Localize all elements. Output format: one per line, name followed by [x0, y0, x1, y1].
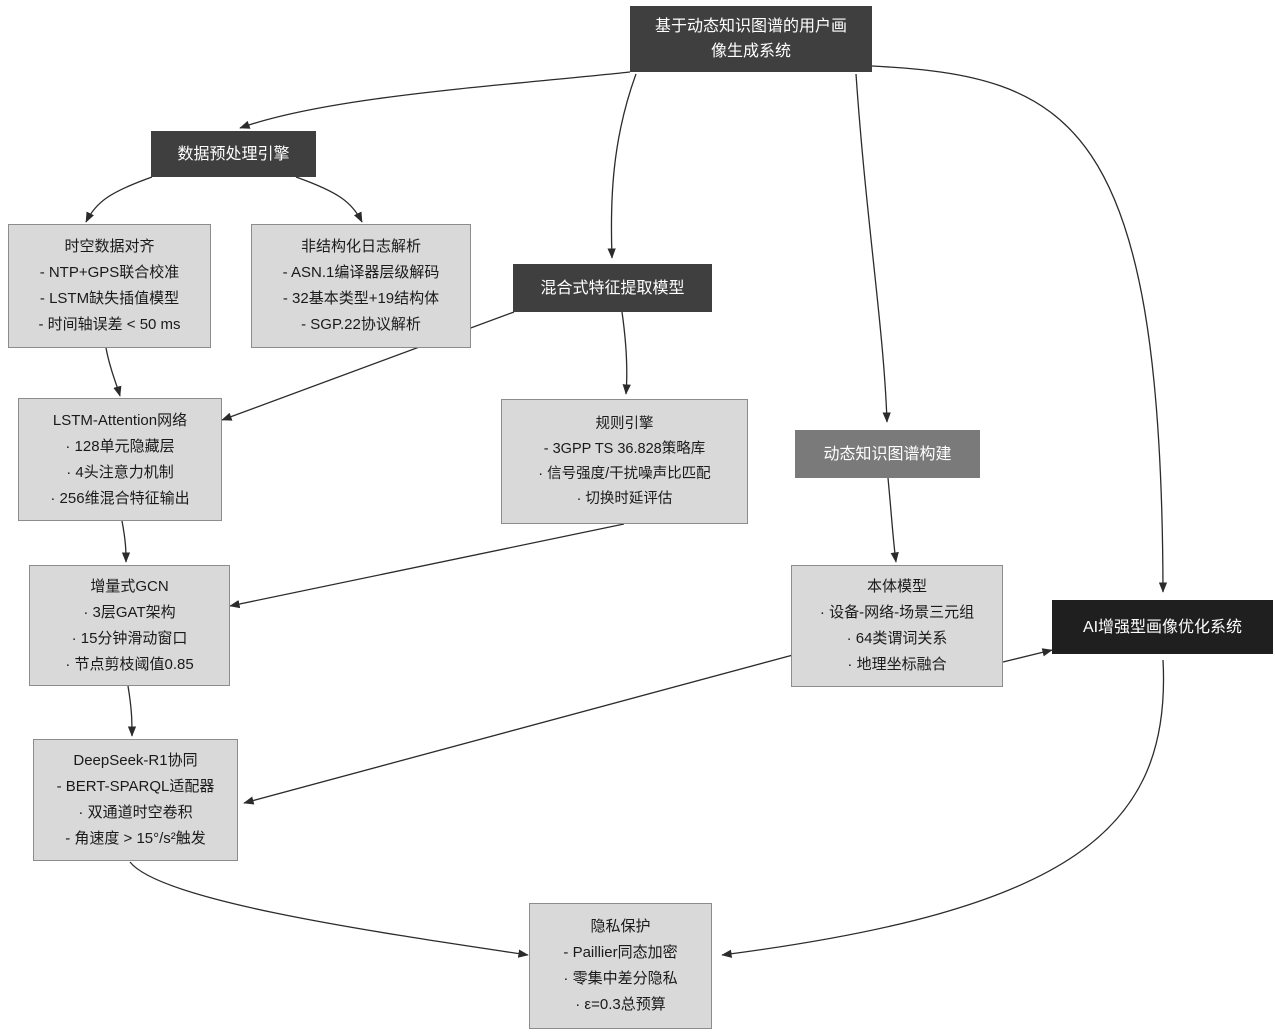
node-privacy-title: 隐私保护 — [590, 918, 651, 935]
node-rule-engine[interactable]: 规则引擎 - 3GPP TS 36.828策略库 · 信号强度/干扰噪声比匹配 … — [501, 399, 748, 524]
node-deepseek-item-1: · 双通道时空卷积 — [78, 804, 193, 821]
node-hybrid-feature[interactable]: 混合式特征提取模型 — [513, 264, 712, 312]
node-incremental-gcn-title: 增量式GCN — [90, 577, 169, 595]
node-ai-optimizer[interactable]: AI增强型画像优化系统 — [1052, 600, 1273, 654]
node-incremental-gcn-item-2: · 节点剪枝阈值0.85 — [65, 655, 194, 673]
edge-preprocess-log-parsing — [295, 176, 363, 223]
node-rule-engine-title: 规则引擎 — [595, 415, 654, 432]
node-root[interactable]: 基于动态知识图谱的用户画 像生成系统 — [630, 6, 872, 72]
node-ontology-model-item-1: · 64类谓词关系 — [846, 630, 948, 647]
node-ontology-model-title: 本体模型 — [866, 578, 927, 595]
node-lstm-attention-item-2: · 256维混合特征输出 — [50, 489, 190, 507]
edge-ontology-deepseek — [243, 654, 794, 805]
node-spatiotemporal-item-1: - LSTM缺失插值模型 — [39, 290, 180, 307]
node-ontology-model-item-2: · 地理坐标融合 — [847, 656, 947, 673]
node-log-parsing[interactable]: 非结构化日志解析 - ASN.1编译器层级解码 - 32基本类型+19结构体 -… — [251, 224, 471, 348]
edge-root-hybrid-feature — [607, 73, 637, 259]
node-log-parsing-title: 非结构化日志解析 — [300, 238, 421, 255]
node-spatiotemporal-item-0: - NTP+GPS联合校准 — [39, 264, 180, 281]
node-log-parsing-item-0: - ASN.1编译器层级解码 — [282, 264, 440, 281]
node-spatiotemporal-item-2: - 时间轴误差 < 50 ms — [38, 316, 181, 333]
node-privacy[interactable]: 隐私保护 - Paillier同态加密 · 零集中差分隐私 · ε=0.3总预算 — [529, 903, 712, 1029]
node-privacy-item-0: - Paillier同态加密 — [563, 944, 678, 961]
edge-root-ai-optimizer — [871, 65, 1168, 593]
node-ontology-model[interactable]: 本体模型 · 设备-网络-场景三元组 · 64类谓词关系 · 地理坐标融合 — [791, 565, 1003, 687]
edge-ontology-ai — [1002, 648, 1053, 663]
node-log-parsing-item-2: - SGP.22协议解析 — [301, 316, 421, 333]
node-deepseek-item-0: - BERT-SPARQL适配器 — [56, 778, 215, 795]
node-root-line2: 像生成系统 — [710, 43, 791, 60]
node-incremental-gcn-item-1: · 15分钟滑动窗口 — [71, 629, 188, 647]
edge-ai-privacy — [721, 659, 1165, 958]
node-spatiotemporal-title: 时空数据对齐 — [64, 238, 155, 255]
node-privacy-item-2: · ε=0.3总预算 — [575, 996, 666, 1013]
node-log-parsing-item-1: - 32基本类型+19结构体 — [282, 290, 440, 307]
node-ontology-model-item-0: · 设备-网络-场景三元组 — [819, 604, 975, 621]
edge-gcn-deepseek — [127, 685, 137, 737]
node-rule-engine-item-0: - 3GPP TS 36.828策略库 — [543, 440, 706, 457]
edge-deepseek-privacy — [129, 861, 529, 958]
node-dynamic-kg-label: 动态知识图谱构建 — [823, 445, 952, 463]
edge-hybrid-rule-engine — [621, 311, 631, 395]
node-lstm-attention-title: LSTM-Attention网络 — [52, 411, 188, 429]
node-incremental-gcn-item-0: · 3层GAT架构 — [83, 603, 176, 621]
edge-root-preprocess — [239, 71, 631, 129]
node-privacy-item-1: · 零集中差分隐私 — [563, 970, 678, 987]
edge-spatiotemporal-lstm — [105, 347, 122, 397]
node-dynamic-kg[interactable]: 动态知识图谱构建 — [795, 430, 980, 478]
edge-dynamickg-ontology — [887, 477, 899, 563]
node-lstm-attention[interactable]: LSTM-Attention网络 · 128单元隐藏层 · 4头注意力机制 · … — [18, 398, 222, 521]
node-deepseek-item-2: - 角速度 > 15°/s²触发 — [65, 830, 206, 847]
node-lstm-attention-item-0: · 128单元隐藏层 — [65, 437, 175, 455]
node-rule-engine-item-2: · 切换时延评估 — [576, 490, 673, 507]
node-deepseek[interactable]: DeepSeek-R1协同 - BERT-SPARQL适配器 · 双通道时空卷积… — [33, 739, 238, 861]
node-deepseek-title: DeepSeek-R1协同 — [73, 752, 198, 769]
edge-preprocess-spatiotemporal — [85, 176, 153, 223]
node-root-line1: 基于动态知识图谱的用户画 — [654, 18, 847, 35]
node-lstm-attention-item-1: · 4头注意力机制 — [66, 463, 174, 481]
node-hybrid-feature-label: 混合式特征提取模型 — [540, 279, 685, 297]
node-rule-engine-item-1: · 信号强度/干扰噪声比匹配 — [538, 465, 711, 482]
edge-rule-gcn — [229, 523, 625, 609]
node-ai-optimizer-label: AI增强型画像优化系统 — [1082, 618, 1243, 636]
node-spatiotemporal[interactable]: 时空数据对齐 - NTP+GPS联合校准 - LSTM缺失插值模型 - 时间轴误… — [8, 224, 211, 348]
node-preprocess-label: 数据预处理引擎 — [177, 145, 290, 163]
node-incremental-gcn[interactable]: 增量式GCN · 3层GAT架构 · 15分钟滑动窗口 · 节点剪枝阈值0.85 — [29, 565, 230, 686]
edge-lstm-gcn — [121, 520, 131, 563]
edge-root-dynamic-kg — [855, 73, 891, 423]
node-preprocess[interactable]: 数据预处理引擎 — [151, 131, 316, 177]
